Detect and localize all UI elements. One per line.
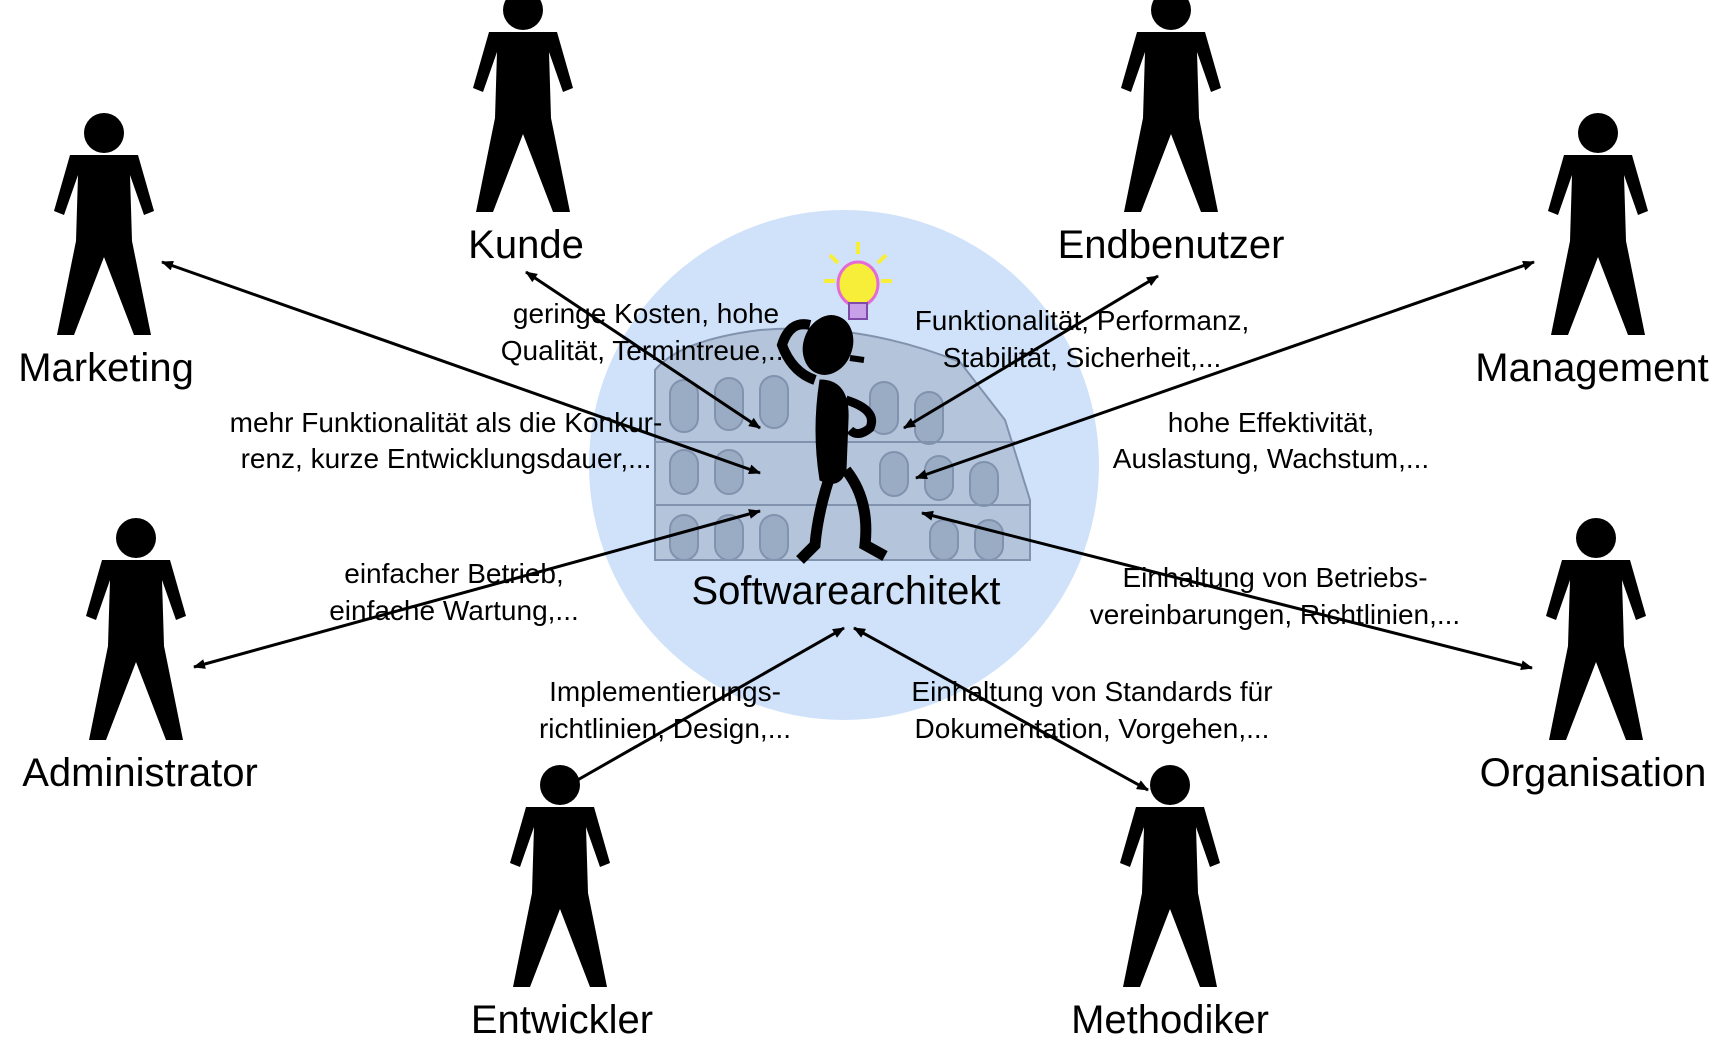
concern-line: Stabilität, Sicherheit,... [943, 342, 1222, 373]
concern-line: einfache Wartung,... [329, 595, 579, 626]
concern-management: hohe Effektivität, Auslastung, Wachstum,… [1113, 407, 1429, 474]
concern-line: Implementierungs- [549, 676, 781, 707]
stakeholder-label: Organisation [1480, 751, 1707, 795]
concern-line: einfacher Betrieb, [344, 558, 563, 589]
person-icon [1120, 765, 1220, 987]
arrow-organisation [921, 510, 1533, 671]
stakeholder-organisation: Organisation [1480, 518, 1707, 795]
concern-line: vereinbarungen, Richtlinien,... [1090, 599, 1460, 630]
concern-methodiker: Einhaltung von Standards für Dokumentati… [911, 676, 1272, 744]
arrow-administrator [193, 509, 761, 669]
concern-line: Einhaltung von Standards für [911, 676, 1272, 707]
stakeholder-label: Management [1475, 346, 1708, 390]
concern-line: geringe Kosten, hohe [513, 298, 779, 329]
stakeholder-label: Endbenutzer [1058, 223, 1285, 267]
person-icon [510, 765, 610, 987]
person-icon [86, 518, 186, 740]
arrow-management [915, 260, 1535, 480]
person-icon [1121, 0, 1221, 212]
arrow-marketing [161, 260, 761, 475]
arrow-entwickler [559, 626, 845, 792]
stakeholder-label: Marketing [18, 346, 194, 390]
concern-line: Funktionalität, Performanz, [915, 305, 1250, 336]
stakeholder-methodiker: Methodiker [1071, 765, 1269, 1040]
stakeholder-label: Methodiker [1071, 998, 1269, 1040]
person-icon [1546, 518, 1646, 740]
concern-organisation: Einhaltung von Betriebs- vereinbarungen,… [1090, 562, 1460, 630]
stakeholder-kunde: Kunde [468, 0, 584, 267]
stakeholder-endbenutzer: Endbenutzer [1058, 0, 1285, 267]
stakeholder-entwickler: Entwickler [471, 765, 653, 1040]
thinking-person-icon [776, 315, 888, 564]
concern-administrator: einfacher Betrieb, einfache Wartung,... [329, 558, 579, 626]
concern-line: Einhaltung von Betriebs- [1122, 562, 1427, 593]
concern-marketing: mehr Funktionalität als die Konkur- renz… [230, 407, 663, 474]
concern-line: Auslastung, Wachstum,... [1113, 443, 1429, 474]
person-icon [473, 0, 573, 212]
concern-line: Dokumentation, Vorgehen,... [915, 713, 1270, 744]
concern-line: Qualität, Termintreue,... [501, 335, 792, 366]
stakeholder-marketing: Marketing [18, 113, 194, 390]
concern-kunde: geringe Kosten, hohe Qualität, Termintre… [501, 298, 792, 366]
stakeholder-label: Kunde [468, 223, 584, 267]
concern-line: mehr Funktionalität als die Konkur- [230, 407, 663, 438]
concern-line: richtlinien, Design,... [539, 713, 791, 744]
stakeholder-administrator: Administrator [22, 518, 258, 795]
person-icon [54, 113, 154, 335]
center-label: Softwarearchitekt [691, 569, 1000, 613]
light-bulb-icon [824, 242, 892, 320]
concern-entwickler: Implementierungs- richtlinien, Design,..… [539, 676, 791, 744]
person-icon [1548, 113, 1648, 335]
stakeholder-management: Management [1475, 113, 1709, 390]
concern-line: renz, kurze Entwicklungsdauer,... [241, 443, 652, 474]
concern-endbenutzer: Funktionalität, Performanz, Stabilität, … [915, 305, 1250, 373]
concern-line: hohe Effektivität, [1168, 407, 1375, 438]
arrow-methodiker [853, 626, 1149, 792]
stakeholder-label: Entwickler [471, 998, 653, 1040]
stakeholder-label: Administrator [22, 751, 258, 795]
